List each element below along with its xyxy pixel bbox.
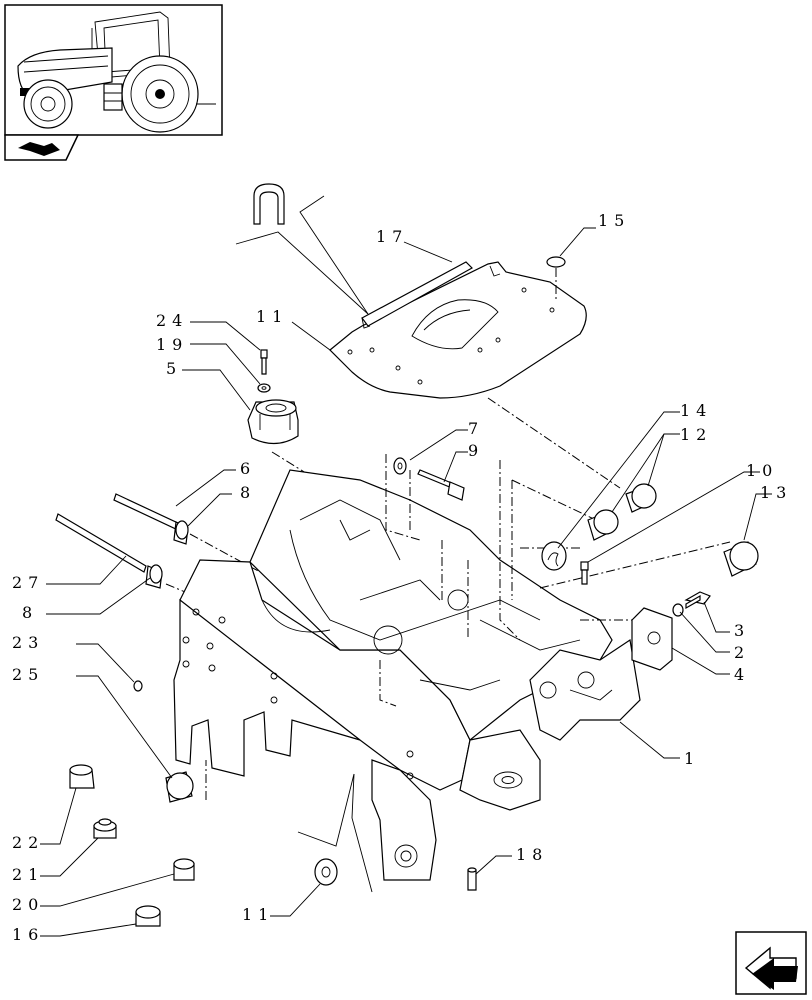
callout-15: 14 [680,401,712,420]
callout-3: 3 [734,621,750,640]
callout-7: 7 [468,419,484,438]
frame-bolt-holes [182,608,414,780]
plug-22 [93,818,117,839]
callout-27: 27 [12,573,44,592]
screw-19 [467,867,477,891]
cover-plate-4 [631,607,673,671]
floor-plate [329,261,587,399]
edge-trim-profile [253,183,285,225]
cap-dash-14 [539,541,731,589]
stud-6 [113,493,181,531]
cap-dash-13 [487,397,621,489]
front-support-frame [173,454,641,881]
callout-9: 9 [468,441,484,460]
callout-21: 20 [12,895,44,914]
tractor-thumbnail-icon [4,4,223,136]
trim-leader-lines [235,195,369,315]
callout-23: 22 [12,833,44,852]
stud-dash-upper [189,533,261,573]
callout-1: 1 [684,749,700,768]
spacer-8-upper [173,520,189,545]
edge-trim-strip [361,261,473,329]
cap-13-a [587,509,619,541]
callout-10: 10 [746,461,778,480]
bolt-9 [417,469,465,501]
callout-5: 5 [166,359,182,378]
screw-10 [580,561,589,585]
plug-16 [546,256,566,302]
callout-2: 2 [734,643,750,662]
washer-20 [257,383,271,393]
cap-21 [173,858,195,881]
next-page-arrow-icon[interactable] [735,931,807,995]
washer-11 [314,858,338,886]
callout-22: 21 [12,865,44,884]
callout-8-lower: 8 [22,603,38,622]
section-arrow-icon [4,134,80,161]
stud-27 [55,513,147,573]
cap-dash-15 [511,479,597,521]
callout-17: 16 [12,925,44,944]
callout-8-upper: 8 [240,483,256,502]
cap-23 [69,764,95,789]
cap-14 [723,541,759,577]
rubber-mount-5 [247,399,299,445]
callout-6: 6 [240,459,256,478]
bushing-26 [165,771,194,803]
spacer-8-lower [145,564,163,589]
callout-25: 24 [156,311,188,330]
screw-3 [684,591,711,610]
frame-leader-lines [297,773,373,893]
callout-11: 11 [242,905,274,924]
callout-24: 23 [12,633,44,652]
cap-17 [135,905,161,927]
cap-13-b [625,483,657,513]
screw-25 [260,349,268,375]
callout-13: 12 [680,425,712,444]
callout-16: 15 [598,211,630,230]
callout-4: 4 [734,665,750,684]
callout-19: 18 [516,845,548,864]
callout-leaders [40,227,772,937]
washer-7 [393,457,407,475]
plug-24 [133,680,143,692]
callout-26: 25 [12,665,44,684]
callout-12: 11 [256,307,288,326]
callout-18: 17 [376,227,408,246]
cap-15 [541,541,567,571]
callout-20: 19 [156,335,188,354]
callout-14: 13 [760,483,792,502]
callout-labels: 17 15 11 24 19 5 7 9 6 8 27 8 23 25 14 1… [12,211,792,944]
